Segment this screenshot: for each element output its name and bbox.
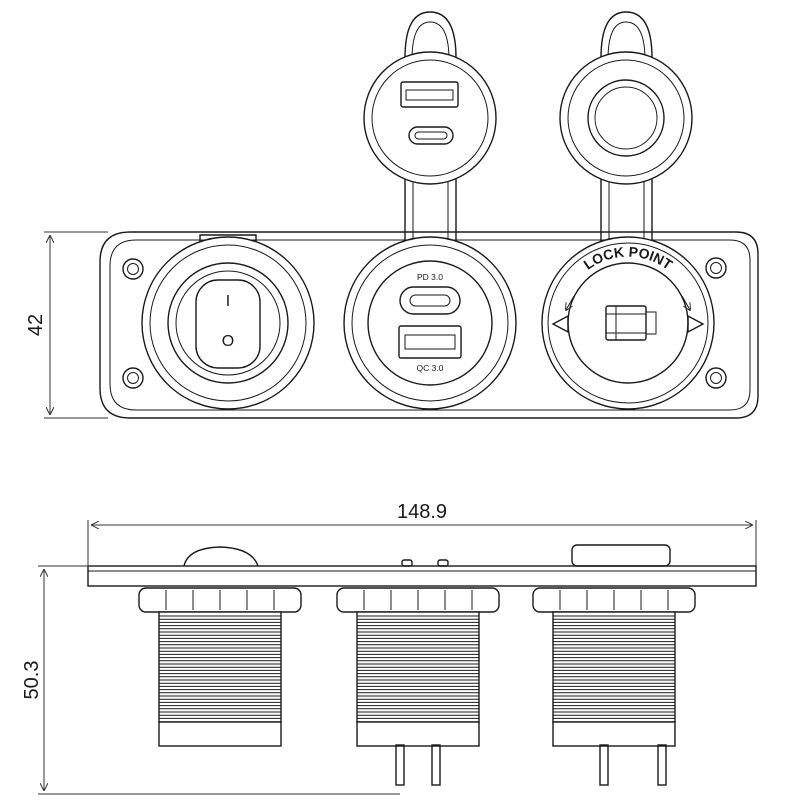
lighter-cap bbox=[559, 11, 693, 185]
mounting-hole-icon bbox=[705, 367, 727, 389]
side-view: 148.9 50.3 bbox=[21, 501, 757, 795]
mounting-hole-icon bbox=[122, 367, 144, 389]
depth-value: 50.3 bbox=[21, 661, 43, 700]
pd-label: PD 3.0 bbox=[417, 272, 443, 282]
rocker-switch: I O bbox=[141, 234, 315, 410]
height-dimension: 42 bbox=[25, 231, 108, 419]
lighter-socket: LOCK POINT bbox=[541, 11, 715, 410]
mounting-hole-icon bbox=[705, 257, 727, 279]
height-value: 42 bbox=[25, 314, 47, 336]
width-dimension: 148.9 bbox=[87, 501, 757, 566]
usb-cap bbox=[363, 11, 497, 185]
front-view: I O PD 3.0 bbox=[25, 11, 759, 419]
usb-terminals bbox=[395, 744, 441, 786]
usb-a-port bbox=[398, 325, 462, 359]
panel-plate-side bbox=[87, 565, 757, 587]
lighter-body bbox=[532, 587, 696, 747]
usb-c-port bbox=[399, 286, 461, 315]
depth-dimension: 50.3 bbox=[21, 565, 400, 795]
usb-charger-socket: PD 3.0 QC 3.0 bbox=[343, 11, 517, 410]
width-value: 148.9 bbox=[397, 501, 447, 523]
usb-body bbox=[336, 587, 500, 747]
switch-on-label: I bbox=[226, 293, 230, 310]
panel-plate bbox=[99, 231, 759, 419]
switch-body bbox=[138, 587, 302, 747]
qc-label: QC 3.0 bbox=[417, 363, 444, 373]
panel-plate-inner-edge bbox=[109, 239, 751, 411]
switch-off-label: O bbox=[222, 333, 234, 350]
lighter-terminals bbox=[599, 744, 667, 786]
mounting-hole-icon bbox=[122, 258, 144, 280]
